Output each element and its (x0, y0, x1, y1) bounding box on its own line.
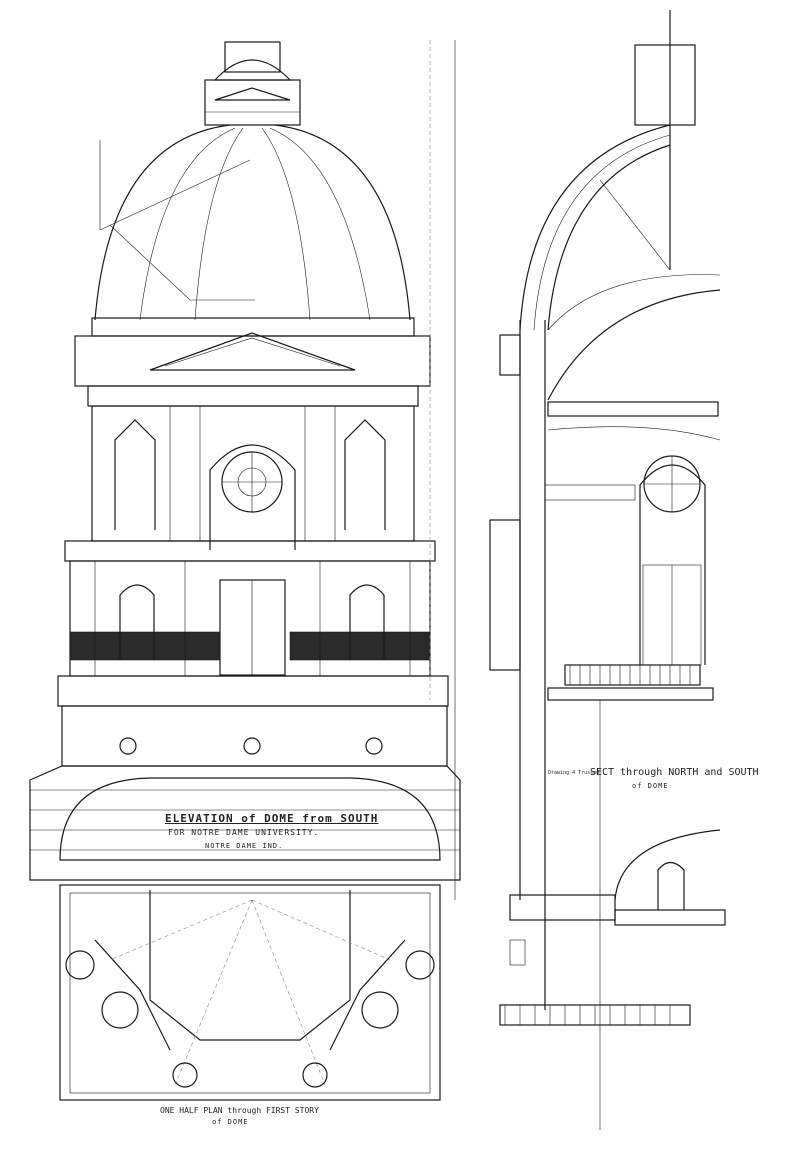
elevation-title: ELEVATION of DOME from SOUTH (165, 812, 379, 825)
section-title: SECT through NORTH and SOUTH (590, 767, 759, 778)
plan-title: ONE HALF PLAN through FIRST STORY (160, 1106, 319, 1115)
section-note: Drawing 4 Trussed (548, 770, 600, 776)
plan-first-story (59, 884, 441, 1101)
upper-windows (114, 419, 386, 550)
elevation-subtitle: FOR NOTRE DAME UNIVERSITY. (168, 828, 320, 837)
dome-elevation (91, 124, 415, 337)
drum-elevation (64, 332, 436, 677)
section-subtitle: of DOME (632, 782, 669, 790)
lantern (204, 41, 301, 126)
base-elevation (29, 675, 461, 881)
dome-section (429, 10, 726, 1130)
plan-subtitle: of DOME (212, 1118, 249, 1126)
elevation-location: NOTRE DAME IND. (205, 842, 284, 850)
